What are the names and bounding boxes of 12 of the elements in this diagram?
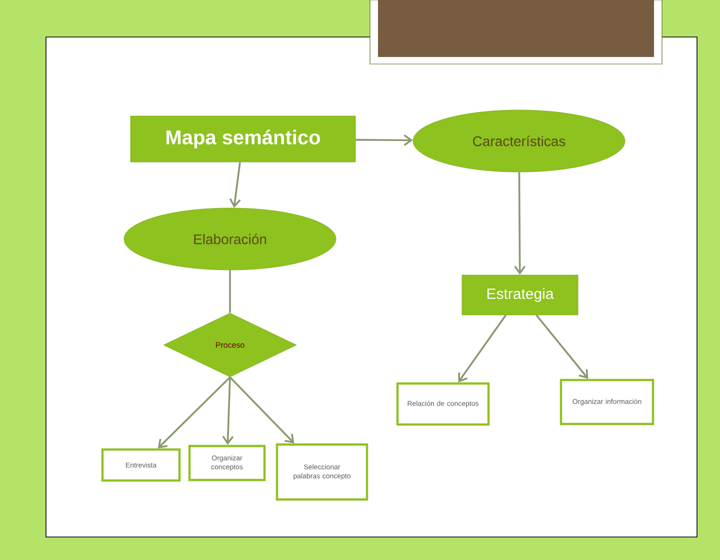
arrow (356, 134, 413, 146)
ellipse-node: Elaboración (124, 208, 336, 270)
arrow (514, 172, 526, 275)
arrow (229, 376, 294, 444)
process-box: Estrategia (462, 274, 578, 316)
arrow (458, 314, 506, 382)
arrow (229, 162, 241, 208)
ellipse-node: Características (412, 110, 626, 172)
arrow (536, 314, 588, 379)
arrow (158, 376, 231, 448)
arrow (222, 377, 234, 445)
title-box: Mapa semántico (130, 116, 356, 162)
